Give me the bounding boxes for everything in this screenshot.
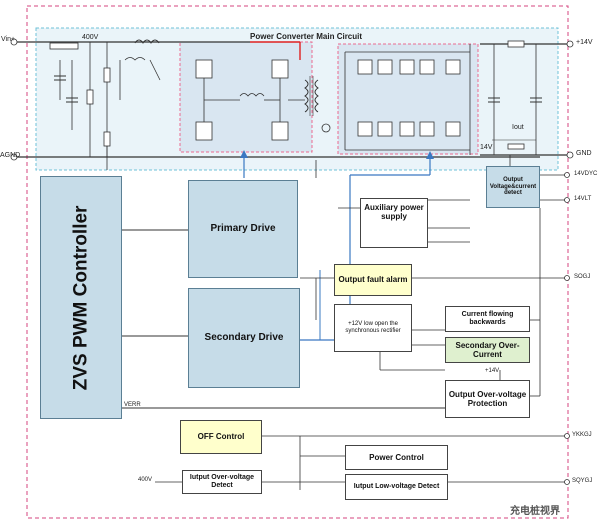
input-lowvoltage-block: Iutput Low-voltage Detect (345, 474, 448, 500)
label-400v: 400V (82, 34, 99, 41)
label-plus14v: +14V (485, 368, 500, 374)
mosfet-q3 (271, 59, 289, 79)
current-backwards-block: Current flowing backwards (445, 306, 530, 332)
watermark-text: 充电桩视界 (510, 506, 560, 517)
out14v-terminal (566, 40, 574, 48)
port-sqygj: SQYGJ (572, 478, 593, 484)
outer-frame (26, 5, 569, 519)
port-out14v: +14V (576, 39, 593, 46)
mosfet-q4 (271, 121, 289, 141)
mosfet-q2 (195, 121, 213, 141)
main-circuit-title: Power Converter Main Circuit (250, 32, 363, 41)
label-iout: Iout (512, 124, 524, 131)
port-agnd: AGND (0, 152, 21, 159)
mosfet-q1 (195, 59, 213, 79)
output-fault-alarm-block: Output fault alarm (334, 264, 412, 296)
sync-rectifier-block: +12V low open the synchronous rectifier (334, 304, 412, 352)
aux-supply-block: Auxiliary power supply (360, 198, 428, 248)
agnd-terminal (10, 153, 18, 161)
secondary-drive-block: Secondary Drive (188, 288, 300, 388)
transformer-secondary (314, 79, 319, 113)
transformer-primary (304, 79, 309, 113)
label-verr: VERR (124, 402, 141, 408)
zvs-pwm-controller-block: ZVS PWM Controller (40, 176, 122, 419)
port-14vdyc: 14VDYC (574, 171, 598, 177)
output-overvoltage-block: Output Over-voltage Protection (445, 380, 530, 418)
power-control-block: Power Control (345, 445, 448, 470)
output-fuse (507, 40, 525, 48)
label-400v-in: 400V (138, 477, 153, 483)
input-fuse (49, 42, 79, 50)
off-control-block: OFF Control (180, 420, 262, 454)
gnd-terminal (566, 151, 574, 159)
label-14v: 14V (480, 144, 493, 151)
vin-terminal (10, 38, 18, 46)
port-ykkgj: YKKGJ (572, 432, 592, 438)
port-gnd: GND (576, 150, 592, 157)
primary-drive-block: Primary Drive (188, 180, 298, 278)
zvs-pwm-controller-label: ZVS PWM Controller (70, 205, 92, 390)
shunt-resistor (507, 143, 525, 150)
port-14vlt: 14VLT (574, 196, 592, 202)
output-detect-block: Output Voltage&current detect (486, 166, 540, 208)
port-vin: Vin+ (1, 36, 16, 43)
secondary-overcurrent-block: Secondary Over-Current (445, 337, 530, 363)
port-sogj: SOGJ (574, 274, 591, 280)
input-overvoltage-block: Iutput Over-voltage Detect (182, 470, 262, 494)
input-inductor (134, 39, 160, 44)
